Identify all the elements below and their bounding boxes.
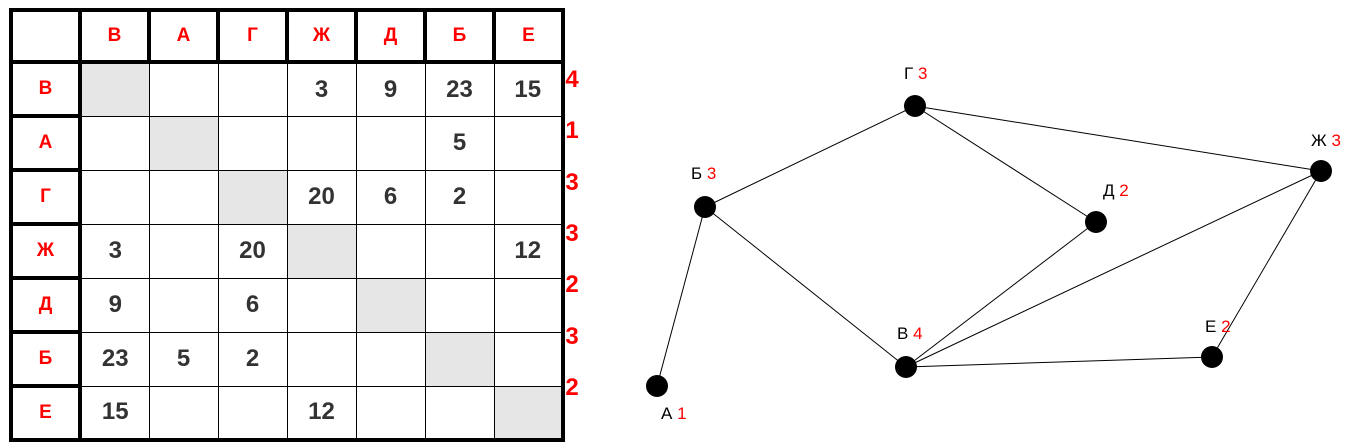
column-header: Ж <box>286 9 358 64</box>
node-label: Б 3 <box>691 164 716 184</box>
weight-cell: 12 <box>286 385 357 441</box>
node-name: Ж <box>1311 131 1327 150</box>
row-header: В <box>10 61 82 118</box>
node-name: Б <box>691 164 703 183</box>
weight-cell <box>424 277 495 333</box>
graph-edge <box>914 105 1322 172</box>
node-degree: 4 <box>913 324 923 343</box>
diagonal-cell <box>286 223 357 279</box>
graph-node <box>895 356 917 378</box>
weight-cell: 20 <box>286 169 357 225</box>
node-degree: 2 <box>1119 181 1129 200</box>
graph-node <box>1201 346 1223 368</box>
diagonal-cell <box>217 169 288 225</box>
row-header: А <box>10 115 82 172</box>
row-header: Б <box>10 331 82 388</box>
node-degree: 3 <box>917 64 928 83</box>
node-degree: 3 <box>1331 131 1341 150</box>
diagonal-cell <box>355 277 426 333</box>
weight-cell <box>148 385 219 441</box>
weight-cell <box>148 223 219 279</box>
weight-cell: 5 <box>148 331 219 387</box>
column-header: Г <box>217 9 289 64</box>
node-degree: 3 <box>706 164 717 183</box>
weight-cell: 3 <box>286 61 357 117</box>
weight-cell: 15 <box>493 61 564 117</box>
node-name: Е <box>1205 317 1217 336</box>
node-label: Е 2 <box>1205 317 1231 337</box>
node-label: Ж 3 <box>1311 131 1341 151</box>
corner-cell <box>10 9 82 64</box>
graph-edge <box>704 105 916 208</box>
weight-cell <box>355 331 426 387</box>
node-name: Г <box>904 64 914 83</box>
node-name: Д <box>1103 181 1115 200</box>
column-header: В <box>79 9 151 64</box>
weight-cell: 5 <box>424 115 495 171</box>
row-degree: 1 <box>565 117 579 145</box>
weight-cell <box>355 115 426 171</box>
weight-cell <box>286 115 357 171</box>
row-degree: 4 <box>565 66 579 93</box>
column-header: Е <box>493 9 565 64</box>
graph-node <box>904 95 926 117</box>
node-label: Г 3 <box>904 64 927 84</box>
graph-node <box>1310 160 1332 182</box>
graph-edge <box>905 221 1097 368</box>
weight-cell <box>424 223 495 279</box>
weight-cell: 3 <box>79 223 150 279</box>
node-name: А <box>661 404 673 423</box>
column-header: А <box>148 9 220 64</box>
row-header: Г <box>10 169 82 226</box>
weight-cell <box>493 169 564 225</box>
weight-cell <box>286 277 357 333</box>
diagonal-cell <box>148 115 219 171</box>
weight-cell: 23 <box>424 61 495 117</box>
row-header: Д <box>10 277 82 334</box>
weight-cell <box>217 385 288 441</box>
diagonal-cell <box>79 61 150 117</box>
weight-cell <box>79 169 150 225</box>
column-header: Б <box>424 9 496 64</box>
weight-cell: 9 <box>355 61 426 117</box>
diagonal-cell <box>424 331 495 387</box>
weight-cell <box>148 277 219 333</box>
row-degree: 2 <box>565 373 579 401</box>
graph-node <box>1085 211 1107 233</box>
node-label: А 1 <box>661 404 687 424</box>
node-label: Д 2 <box>1103 181 1129 201</box>
column-header: Д <box>355 9 427 64</box>
graph-edge <box>905 356 1213 368</box>
graph-edge <box>914 105 1097 223</box>
graph-node <box>694 196 716 218</box>
graph-node <box>646 375 668 397</box>
weight-cell <box>493 277 564 333</box>
node-degree: 1 <box>677 404 687 423</box>
weight-cell: 6 <box>217 277 288 333</box>
row-degree: 3 <box>565 168 579 196</box>
graph-edge <box>704 206 907 368</box>
node-name: В <box>897 324 909 343</box>
weight-cell <box>79 115 150 171</box>
row-degree: 3 <box>565 322 579 350</box>
graph-edge <box>905 170 1322 368</box>
graph-edge <box>1211 170 1322 358</box>
graph-edge <box>656 206 706 387</box>
diagonal-cell <box>493 385 564 441</box>
row-degree: 3 <box>565 219 579 247</box>
weight-cell <box>355 223 426 279</box>
node-degree: 2 <box>1221 317 1231 336</box>
row-degree: 2 <box>565 271 579 299</box>
node-label: В 4 <box>897 324 923 344</box>
weight-cell: 12 <box>493 223 564 279</box>
weight-cell: 6 <box>355 169 426 225</box>
row-header: Ж <box>10 223 82 280</box>
